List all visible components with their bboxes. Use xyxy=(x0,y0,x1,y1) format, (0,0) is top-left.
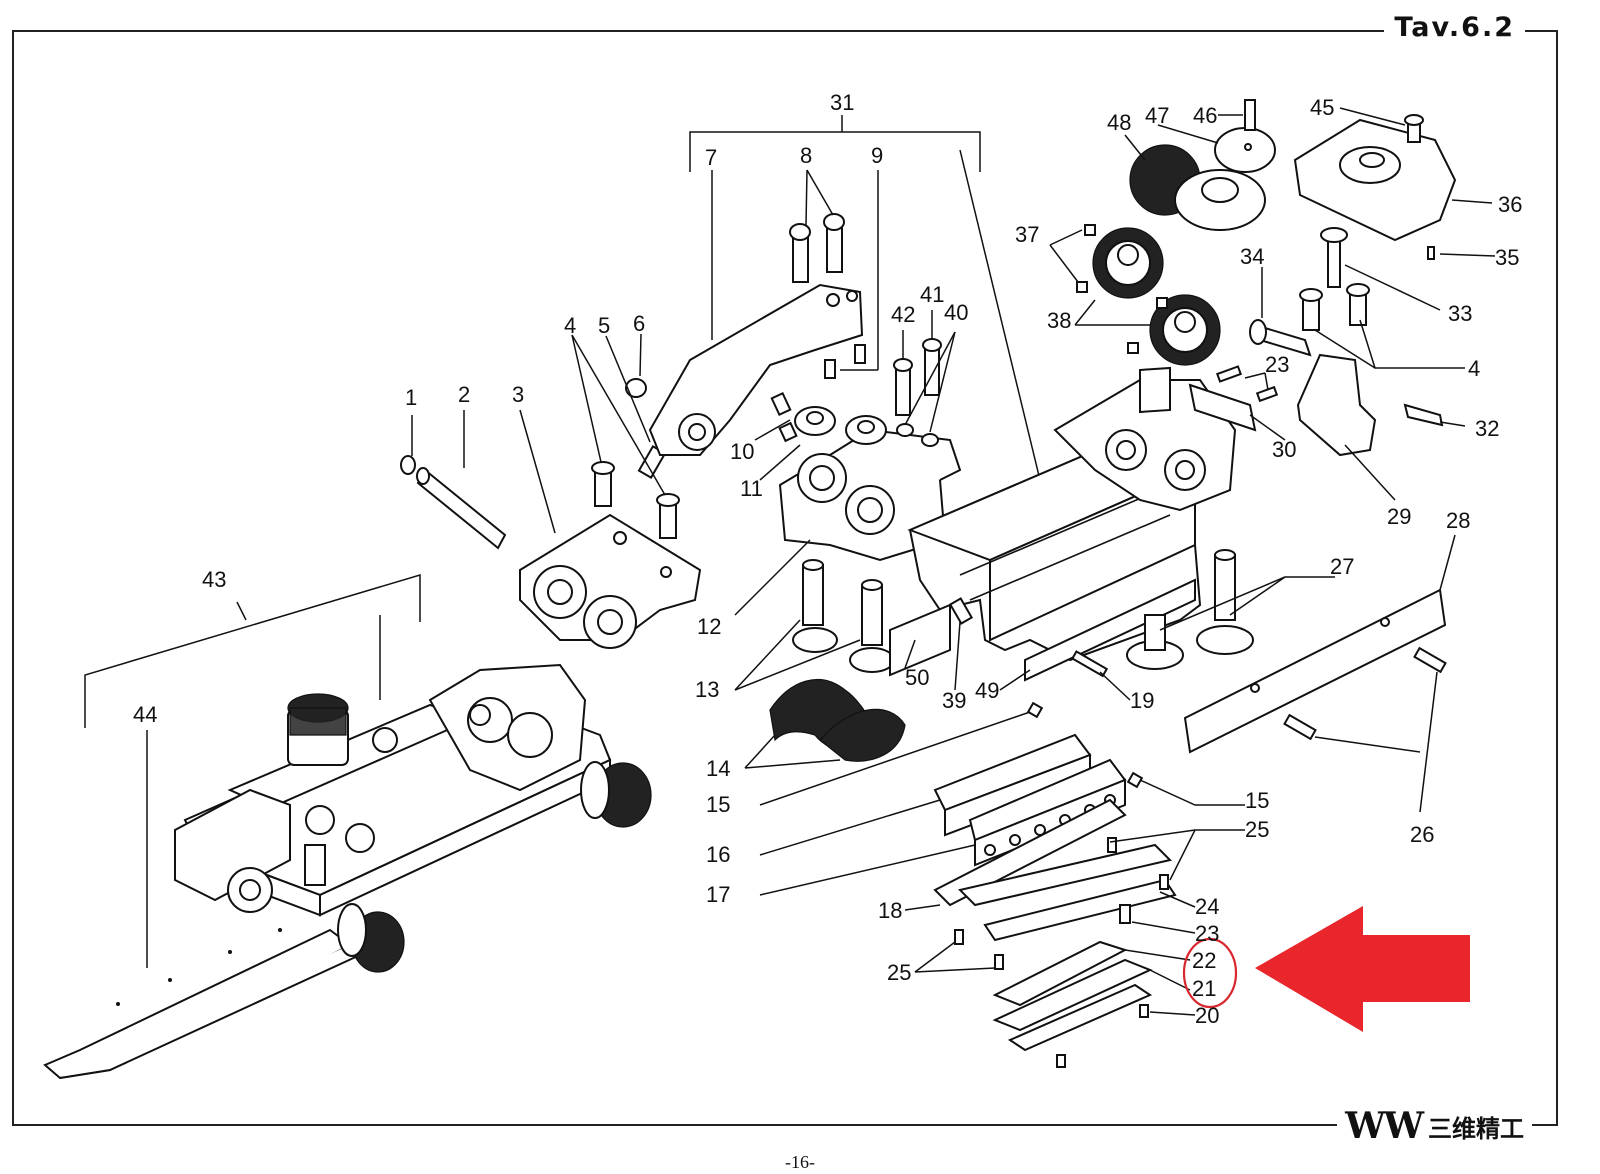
callout-15b: 15 xyxy=(1245,788,1269,813)
callout-39: 39 xyxy=(942,688,966,713)
callout-15: 15 xyxy=(706,792,730,817)
arm-7 xyxy=(648,169,879,456)
callout-37: 37 xyxy=(1015,222,1039,247)
callout-35: 35 xyxy=(1495,245,1519,270)
callout-34: 34 xyxy=(1240,244,1264,269)
callout-33: 33 xyxy=(1448,301,1472,326)
callout-30: 30 xyxy=(1272,437,1296,462)
drawing-frame xyxy=(12,30,1558,1126)
callout-10: 10 xyxy=(730,439,754,464)
callout-25: 25 xyxy=(1245,817,1269,842)
callout-19: 19 xyxy=(1130,688,1154,713)
callout-42: 42 xyxy=(891,302,915,327)
callout-9: 9 xyxy=(871,143,883,168)
parts-10-12 xyxy=(734,391,962,616)
plates-15-25 xyxy=(759,701,1245,1068)
callout-36: 36 xyxy=(1498,192,1522,217)
parts-40-42 xyxy=(893,310,956,447)
highlight-marker xyxy=(1182,906,1470,1032)
callout-46: 46 xyxy=(1193,103,1217,128)
callout-8: 8 xyxy=(800,143,812,168)
table-title: Tav.6.2 xyxy=(1384,12,1525,43)
bar-28 xyxy=(1183,534,1456,813)
highlight-circle xyxy=(1182,937,1238,1009)
callout-47: 47 xyxy=(1145,103,1169,128)
callout-16: 16 xyxy=(706,842,730,867)
callout-5: 5 xyxy=(598,313,610,338)
callout-21: 21 xyxy=(1192,976,1216,1001)
callout-22: 22 xyxy=(1192,948,1216,973)
callout-labels: 1 2 3 4 4 5 6 7 8 9 10 11 12 13 14 15 15… xyxy=(133,90,1522,1028)
bracket-43 xyxy=(84,573,421,968)
callout-11: 11 xyxy=(740,476,763,501)
callout-2: 2 xyxy=(458,382,470,407)
parts-1-3 xyxy=(400,409,702,649)
brand-mark-double: W xyxy=(1383,1105,1425,1147)
callout-20: 20 xyxy=(1195,1003,1219,1028)
callout-14: 14 xyxy=(706,756,730,781)
callout-23b: 23 xyxy=(1265,352,1289,377)
callout-44: 44 xyxy=(133,702,157,727)
callout-7: 7 xyxy=(705,145,717,170)
callout-50: 50 xyxy=(905,665,929,690)
callout-45: 45 xyxy=(1310,95,1334,120)
callout-3: 3 xyxy=(512,382,524,407)
callout-38: 38 xyxy=(1047,308,1071,333)
callout-29: 29 xyxy=(1387,504,1411,529)
red-arrow-icon xyxy=(1255,906,1470,1032)
parts-4-6 xyxy=(571,333,680,539)
callout-48: 48 xyxy=(1107,110,1131,135)
callout-31: 31 xyxy=(830,90,854,115)
callout-32: 32 xyxy=(1475,416,1499,441)
callout-28: 28 xyxy=(1446,508,1470,533)
callout-4b: 4 xyxy=(1468,356,1480,381)
callout-6: 6 xyxy=(633,311,645,336)
callout-24: 24 xyxy=(1195,894,1219,919)
brand-text: 三维精工 xyxy=(1428,1114,1524,1143)
callout-26: 26 xyxy=(1410,822,1434,847)
callout-13: 13 xyxy=(695,677,719,702)
callout-17: 17 xyxy=(706,882,730,907)
carriage-body xyxy=(889,366,1335,701)
callout-43: 43 xyxy=(202,567,226,592)
callout-41: 41 xyxy=(920,282,944,307)
gears-37-48 xyxy=(1049,99,1276,366)
page-number: -16- xyxy=(785,1152,815,1172)
callout-49: 49 xyxy=(975,678,999,703)
parts-13-14 xyxy=(734,559,906,769)
assembled-head-illustration xyxy=(43,663,652,1080)
callout-12: 12 xyxy=(697,614,721,639)
callout-18: 18 xyxy=(878,898,902,923)
callout-27: 27 xyxy=(1330,554,1354,579)
callout-40: 40 xyxy=(944,300,968,325)
brand-mark: W xyxy=(1345,1105,1386,1147)
callout-1: 1 xyxy=(405,385,417,410)
callout-23: 23 xyxy=(1195,921,1219,946)
callout-25b: 25 xyxy=(887,960,911,985)
parts-29-36 xyxy=(1188,107,1496,501)
bracket-31 xyxy=(689,115,1041,481)
callout-4: 4 xyxy=(564,313,576,338)
